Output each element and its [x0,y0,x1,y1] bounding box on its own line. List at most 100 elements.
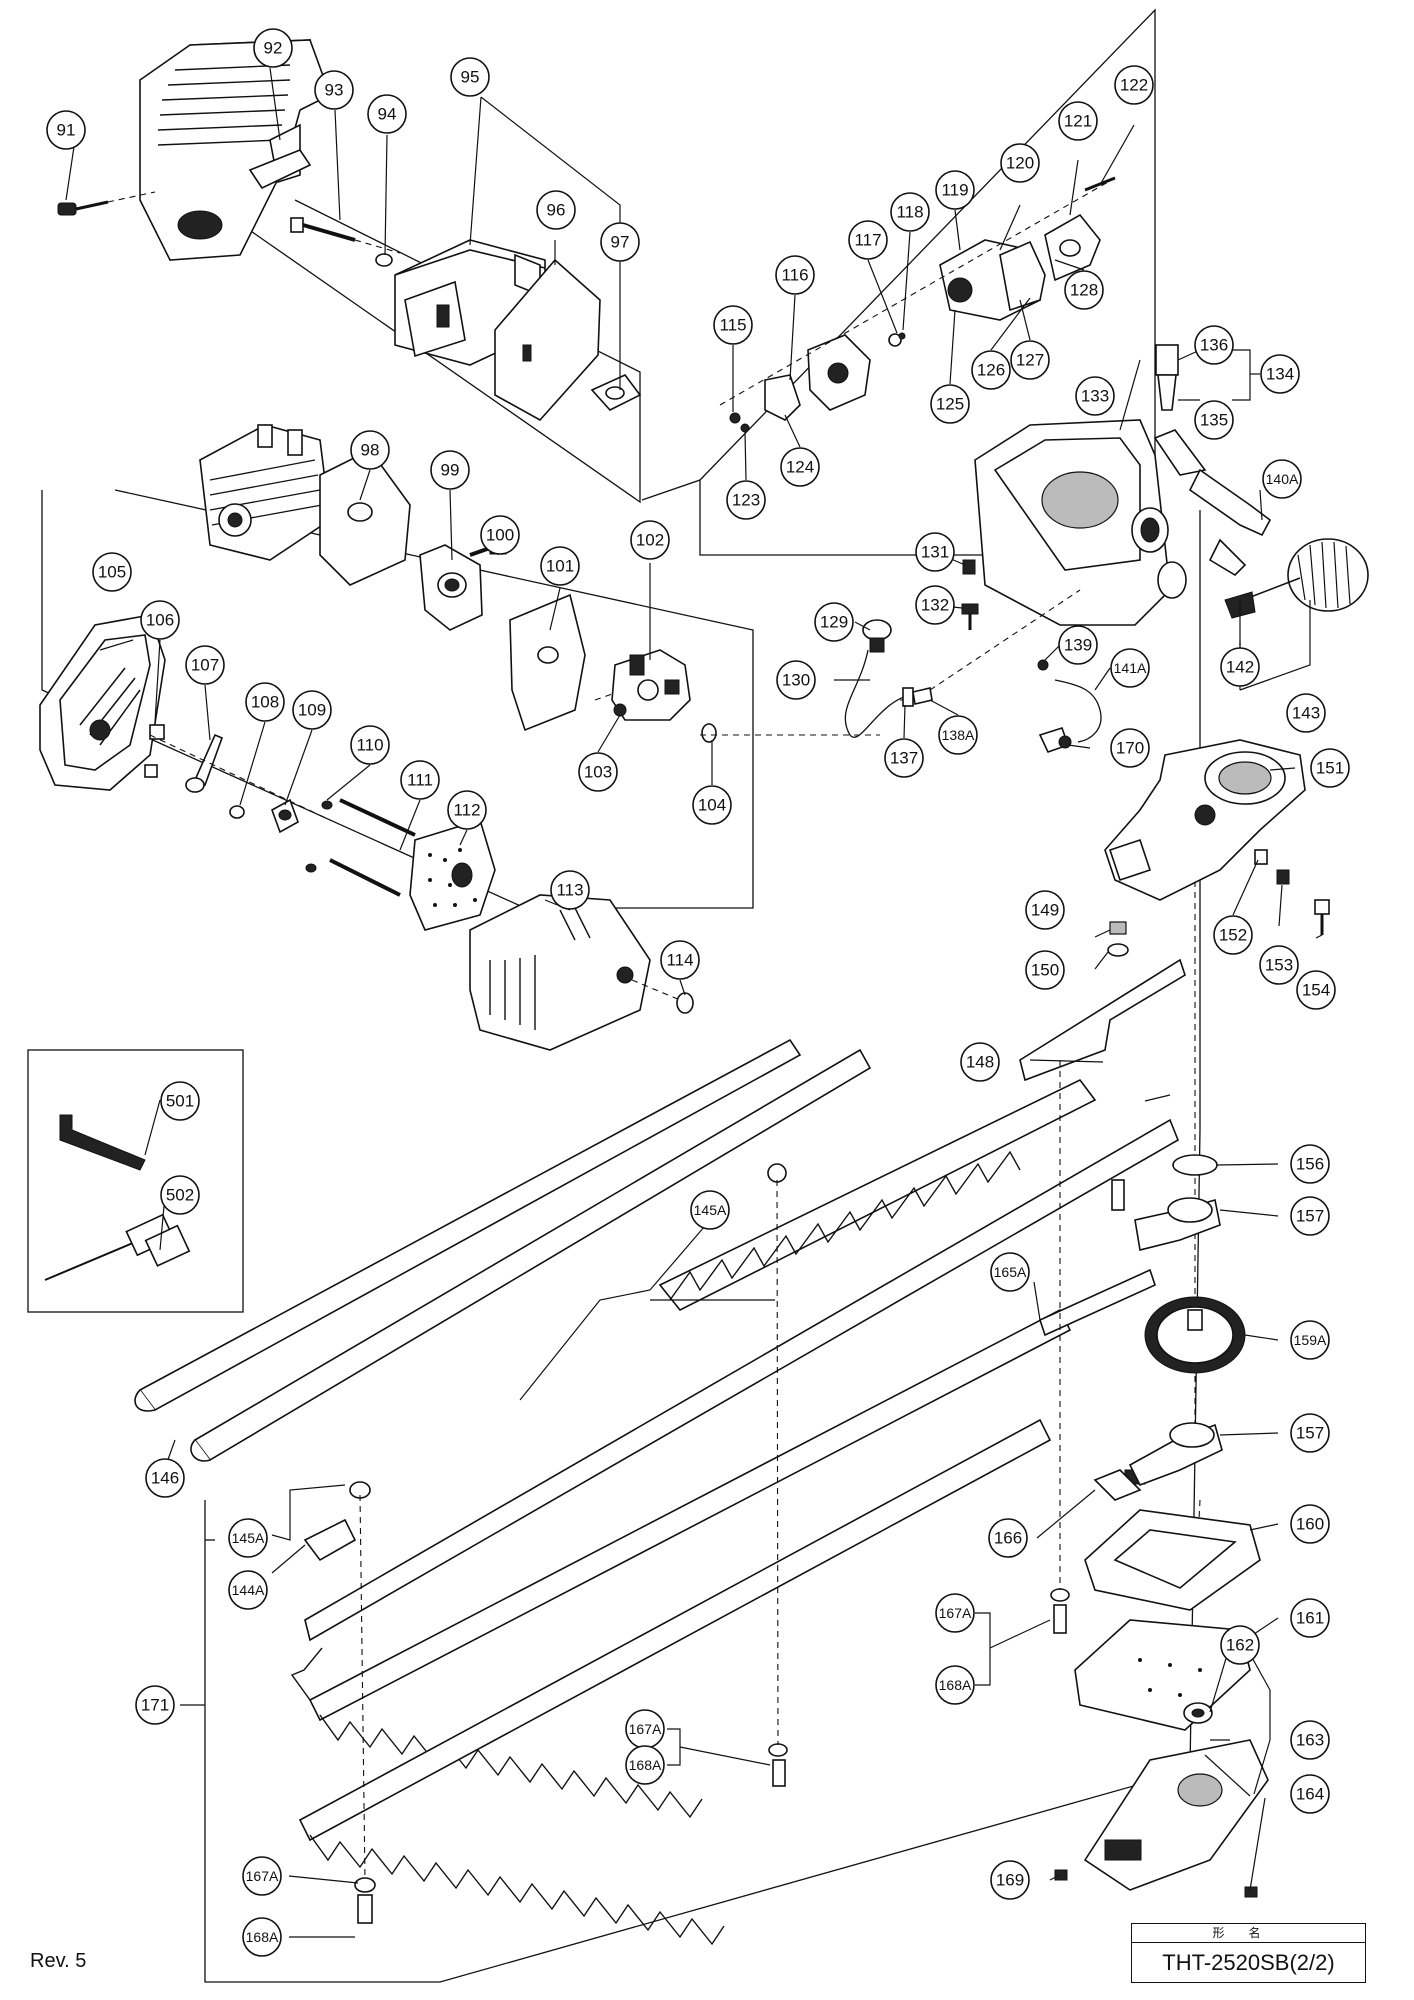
callout-95: 95 [450,57,490,97]
svg-text:106: 106 [146,611,174,630]
callout-139: 139 [1058,625,1098,665]
callout-113: 113 [550,870,590,910]
callout-149: 149 [1025,890,1065,930]
svg-text:123: 123 [732,491,760,510]
callout-108: 108 [245,682,285,722]
callout-502: 502 [160,1175,200,1215]
blade-spacer [303,1518,357,1562]
callout-143: 143 [1286,693,1326,733]
callout-105: 105 [92,552,132,592]
svg-text:131: 131 [921,543,949,562]
insulator-gasket [319,448,411,586]
svg-text:154: 154 [1302,981,1330,1000]
title-block-header: 形名 [1132,1924,1365,1943]
svg-text:135: 135 [1200,411,1228,430]
svg-text:136: 136 [1200,336,1228,355]
svg-text:92: 92 [264,39,283,58]
svg-text:168A: 168A [939,1677,972,1693]
callout-125: 125 [930,384,970,424]
callout-141A: 141A [1110,648,1150,688]
svg-text:98: 98 [361,441,380,460]
svg-text:121: 121 [1064,112,1092,131]
callout-116: 116 [775,255,815,295]
callout-137: 137 [884,738,924,778]
svg-text:159A: 159A [1294,1332,1327,1348]
svg-text:129: 129 [820,613,848,632]
callout-168A-a: 168A [935,1665,975,1705]
svg-text:167A: 167A [939,1605,972,1621]
title-block: 形名 THT-2520SB(2/2) [1131,1923,1366,1983]
callout-130: 130 [776,660,816,700]
lower-blades [290,1308,1072,1946]
svg-text:133: 133 [1081,387,1109,406]
svg-text:109: 109 [298,701,326,720]
callout-168A-b: 168A [625,1745,665,1785]
svg-text:120: 120 [1006,154,1034,173]
nut [1109,921,1127,935]
gear-case-screws [1254,849,1330,935]
accessory-box [27,1049,244,1313]
callout-159A: 159A [1290,1320,1330,1360]
callout-168A-c: 168A [242,1917,282,1957]
connecting-rods [1019,958,1186,1337]
callout-92: 92 [253,28,293,68]
callout-115: 115 [713,305,753,345]
callout-112: 112 [447,790,487,830]
gear-case [1104,739,1306,901]
callout-163: 163 [1290,1720,1330,1760]
svg-text:107: 107 [191,656,219,675]
cover-screw-164 [1244,1886,1258,1898]
callout-93: 93 [314,70,354,110]
svg-text:167A: 167A [246,1868,279,1884]
svg-text:501: 501 [166,1092,194,1111]
callout-140A: 140A [1262,459,1302,499]
fuel-tank-damper [962,559,976,575]
svg-text:108: 108 [251,693,279,712]
callout-157-b: 157 [1290,1413,1330,1453]
svg-text:112: 112 [453,801,480,820]
callout-109: 109 [292,690,332,730]
callout-167A-a: 167A [935,1593,975,1633]
callout-124: 124 [780,447,820,487]
callout-501: 501 [160,1081,200,1121]
callout-132: 132 [915,585,955,625]
callout-170: 170 [1110,728,1150,768]
svg-text:116: 116 [781,266,808,285]
callout-102: 102 [630,520,670,560]
fuel-tank [974,419,1187,626]
svg-text:95: 95 [461,68,480,87]
svg-text:130: 130 [782,671,810,690]
callout-151: 151 [1310,748,1350,788]
muffler-bolt [290,217,401,267]
starter-parts [144,724,416,897]
callout-111: 111 [400,760,440,800]
svg-text:149: 149 [1031,901,1059,920]
tank-cap-assembly [1153,344,1369,619]
callout-169: 169 [990,1860,1030,1900]
svg-text:102: 102 [636,531,664,550]
svg-text:141A: 141A [1114,660,1147,676]
svg-text:148: 148 [966,1053,994,1072]
svg-text:113: 113 [556,881,583,900]
primer-and-fuel-hose [844,619,933,738]
callout-104: 104 [692,785,732,825]
svg-text:139: 139 [1064,636,1092,655]
callout-126: 126 [971,350,1011,390]
svg-text:161: 161 [1296,1609,1324,1628]
callout-161: 161 [1290,1598,1330,1638]
svg-text:166: 166 [994,1529,1022,1548]
callout-146: 146 [145,1458,185,1498]
svg-text:103: 103 [584,763,612,782]
gear-cover-plate [1074,1619,1251,1731]
callout-127: 127 [1010,340,1050,380]
svg-text:152: 152 [1219,926,1247,945]
svg-text:168A: 168A [629,1757,662,1773]
gear [1144,1296,1246,1374]
callout-118: 118 [890,192,930,232]
callout-148: 148 [960,1042,1000,1082]
callout-98: 98 [350,430,390,470]
callout-167A-c: 167A [242,1856,282,1896]
cover-screw-169 [1054,1869,1068,1881]
thrust-washer [1172,1154,1218,1176]
svg-text:171: 171 [141,1696,169,1715]
